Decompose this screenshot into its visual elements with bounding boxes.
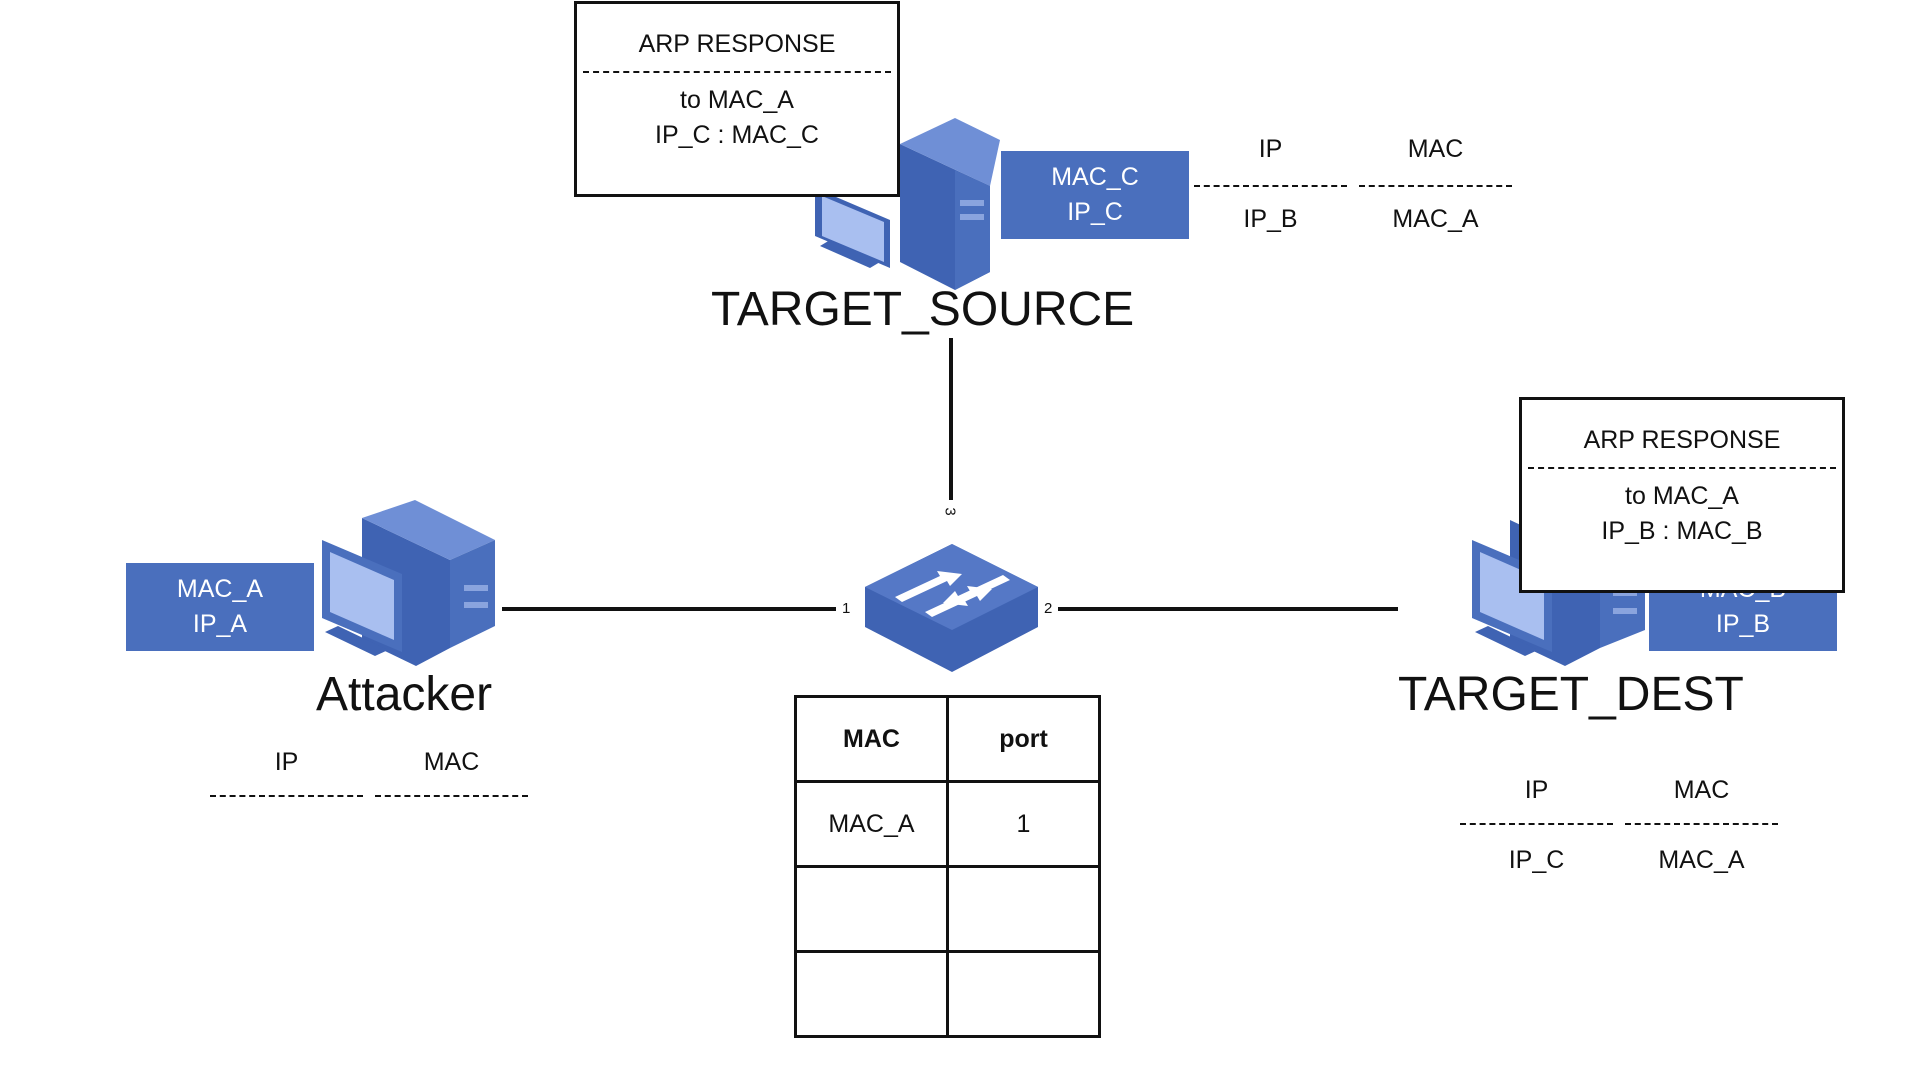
arp-divider bbox=[375, 795, 528, 797]
attacker-nic-box: MAC_A IP_A bbox=[126, 563, 314, 651]
attacker-arp-table: IP MAC bbox=[209, 748, 529, 808]
table-row bbox=[794, 865, 1101, 953]
switch-port-3-label: 3 bbox=[941, 507, 959, 516]
cam-cell-port: 1 bbox=[946, 780, 1101, 868]
arp-response-recipient: to MAC_A bbox=[1625, 482, 1739, 510]
switch-port-2-label: 2 bbox=[1044, 600, 1053, 617]
arp-response-to-source: ARP RESPONSE to MAC_A IP_C : MAC_C bbox=[574, 1, 900, 197]
source-computer-icon bbox=[815, 118, 1000, 290]
dest-host-label: TARGET_DEST bbox=[1398, 668, 1744, 721]
arp-row-ip: IP_B bbox=[1243, 205, 1298, 233]
source-arp-table: IP MAC IP_B MAC_A bbox=[1193, 135, 1513, 245]
cam-header-row: MAC port bbox=[794, 695, 1101, 783]
arp-response-divider bbox=[583, 71, 891, 73]
attacker-mac: MAC_A bbox=[176, 575, 264, 603]
arp-response-title: ARP RESPONSE bbox=[638, 30, 836, 58]
cam-header-port: port bbox=[946, 695, 1101, 783]
arp-divider bbox=[1194, 185, 1347, 187]
source-mac: MAC_C bbox=[1051, 163, 1139, 191]
arp-response-recipient: to MAC_A bbox=[680, 86, 794, 114]
cam-cell-mac bbox=[794, 950, 949, 1038]
cam-cell-mac: MAC_A bbox=[794, 780, 949, 868]
table-row bbox=[794, 950, 1101, 1038]
arp-divider bbox=[1625, 823, 1778, 825]
arp-col-mac: MAC bbox=[1407, 135, 1464, 163]
attacker-computer-icon bbox=[322, 500, 495, 666]
switch-port-1-label: 1 bbox=[842, 600, 851, 617]
cam-cell-mac bbox=[794, 865, 949, 953]
arp-response-mapping: IP_B : MAC_B bbox=[1601, 517, 1763, 545]
arp-response-title: ARP RESPONSE bbox=[1583, 426, 1781, 454]
arp-divider bbox=[1460, 823, 1613, 825]
arp-col-mac: MAC bbox=[423, 748, 480, 776]
cam-header-mac: MAC bbox=[794, 695, 949, 783]
arp-col-ip: IP bbox=[274, 748, 299, 776]
dest-arp-table: IP MAC IP_C MAC_A bbox=[1459, 776, 1779, 886]
arp-row-mac: MAC_A bbox=[1658, 846, 1745, 874]
source-nic-box: MAC_C IP_C bbox=[1001, 151, 1189, 239]
source-host-label: TARGET_SOURCE bbox=[711, 283, 1135, 336]
arp-row-ip: IP_C bbox=[1508, 846, 1565, 874]
attacker-host-label: Attacker bbox=[316, 668, 493, 721]
table-row: MAC_A 1 bbox=[794, 780, 1101, 868]
switch-cam-table: MAC port MAC_A 1 bbox=[794, 695, 1101, 1038]
arp-col-ip: IP bbox=[1524, 776, 1549, 804]
arp-row-mac: MAC_A bbox=[1392, 205, 1479, 233]
arp-col-ip: IP bbox=[1258, 135, 1283, 163]
arp-divider bbox=[210, 795, 363, 797]
arp-response-divider bbox=[1528, 467, 1836, 469]
cam-cell-port bbox=[946, 865, 1101, 953]
arp-response-to-dest: ARP RESPONSE to MAC_A IP_B : MAC_B bbox=[1519, 397, 1845, 593]
switch-icon bbox=[865, 544, 1038, 672]
arp-col-mac: MAC bbox=[1673, 776, 1730, 804]
arp-response-mapping: IP_C : MAC_C bbox=[655, 121, 819, 149]
attacker-ip: IP_A bbox=[192, 610, 248, 638]
dest-ip: IP_B bbox=[1715, 610, 1771, 638]
arp-divider bbox=[1359, 185, 1512, 187]
source-ip: IP_C bbox=[1067, 198, 1123, 226]
cam-cell-port bbox=[946, 950, 1101, 1038]
